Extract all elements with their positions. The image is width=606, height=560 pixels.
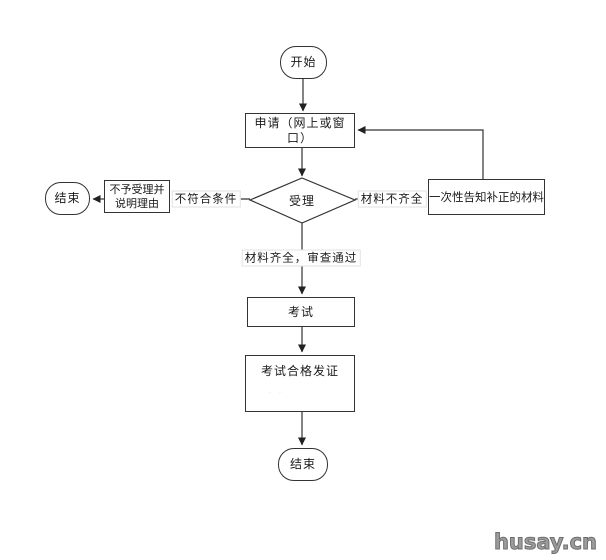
connector-notify-apply-feedback — [357, 126, 484, 179]
erased-watermark-residue: · · — [268, 388, 284, 399]
node-end-left-label: 结束 — [54, 191, 81, 205]
node-reject-label: 不予受理并说明理由 — [109, 182, 165, 210]
edge-label-not-qualified: 不符合条件 — [171, 190, 241, 208]
node-start: 开始 — [280, 46, 327, 79]
node-decision-label: 受理 — [288, 193, 315, 208]
edge-label-materials-complete: 材料齐全，审查通过 — [241, 249, 361, 267]
node-start-label: 开始 — [290, 55, 317, 69]
node-decision-accept: 受理 — [272, 186, 332, 214]
node-end-bottom-label: 结束 — [289, 457, 316, 471]
node-exam: 考试 — [247, 297, 355, 327]
site-watermark: husay.cn — [493, 530, 597, 555]
node-apply-label: 申请（网上或窗口） — [254, 115, 346, 145]
node-notify: 一次性告知补正的材料 — [428, 179, 545, 215]
node-apply: 申请（网上或窗口） — [245, 113, 355, 148]
node-end-bottom: 结束 — [278, 448, 328, 481]
node-exam-label: 考试 — [287, 304, 314, 319]
node-certify: 考试合格发证 — [245, 355, 355, 412]
edge-label-materials-incomplete: 材料不齐全 — [357, 190, 427, 208]
node-reject: 不予受理并说明理由 — [104, 180, 170, 213]
node-notify-label: 一次性告知补正的材料 — [429, 189, 544, 204]
decision-shape — [248, 177, 357, 224]
node-certify-label: 考试合格发证 — [260, 364, 339, 378]
node-end-left: 结束 — [45, 182, 90, 215]
